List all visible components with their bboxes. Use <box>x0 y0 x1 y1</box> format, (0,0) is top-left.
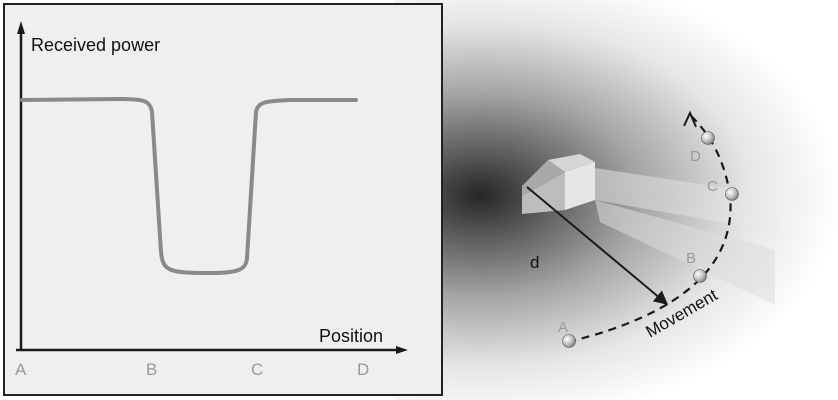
scene-illustration: d Movement A B C D <box>395 0 838 400</box>
movement-path <box>567 114 732 344</box>
power-chart: Received power Position A B C D <box>3 3 443 396</box>
tick-label-b: B <box>146 360 157 379</box>
position-label-c: C <box>707 178 718 195</box>
beam-upper <box>595 168 778 232</box>
tick-label-d: D <box>357 360 369 379</box>
tick-label-c: C <box>251 360 263 379</box>
y-axis-arrowhead <box>17 21 25 34</box>
position-label-b: B <box>686 250 696 267</box>
position-label-a: A <box>558 319 568 336</box>
position-marker-b <box>693 269 707 283</box>
power-curve <box>20 97 358 275</box>
beam-lower <box>595 200 775 305</box>
tick-label-a: A <box>15 360 27 379</box>
chart-panel <box>3 3 443 396</box>
position-marker-a <box>562 334 576 348</box>
movement-arrowhead <box>683 110 697 128</box>
x-axis-label: Position <box>319 326 383 346</box>
y-axis-label: Received power <box>31 35 160 55</box>
position-marker-c <box>725 187 739 201</box>
distance-arrow <box>526 186 669 305</box>
position-label-d: D <box>690 148 701 165</box>
light-source <box>522 154 595 214</box>
x-axis-arrowhead <box>396 346 408 354</box>
position-marker-d <box>701 131 715 145</box>
distance-label: d <box>530 253 539 272</box>
